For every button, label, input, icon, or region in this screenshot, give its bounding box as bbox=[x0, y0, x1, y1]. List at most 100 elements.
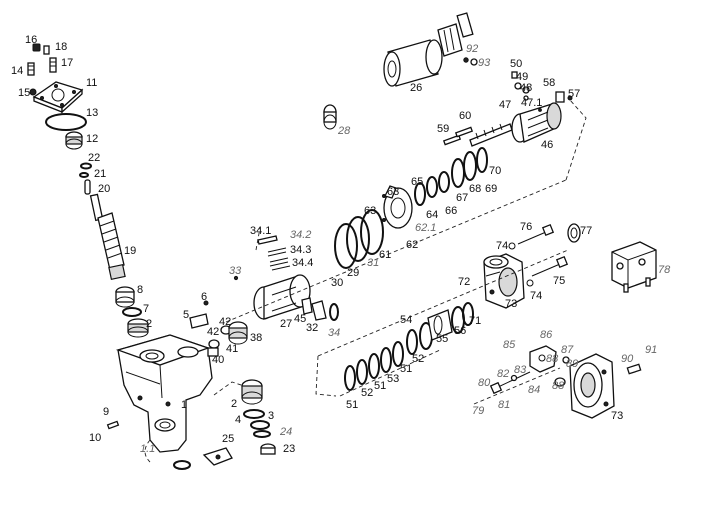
part-label-88-a: 88 bbox=[546, 353, 559, 365]
part-label-16: 16 bbox=[25, 34, 37, 46]
part-label-9: 9 bbox=[103, 406, 109, 418]
part-label-11: 11 bbox=[86, 77, 97, 89]
part-label-34-4: 34.4 bbox=[292, 257, 313, 269]
part-label-54: 54 bbox=[400, 314, 412, 326]
input-shaft-46 bbox=[442, 71, 573, 147]
part-label-7: 7 bbox=[143, 303, 149, 315]
part-label-47: 47 bbox=[499, 99, 511, 111]
part-label-83: 83 bbox=[514, 364, 527, 376]
part-label-81: 81 bbox=[498, 399, 510, 411]
part-label-4: 4 bbox=[235, 414, 241, 426]
part-label-62-1: 62.1 bbox=[415, 222, 436, 234]
part-label-79: 79 bbox=[472, 405, 484, 417]
part-label-25: 25 bbox=[222, 433, 234, 445]
part-label-82: 82 bbox=[497, 368, 509, 380]
part-label-62: 62 bbox=[406, 239, 418, 251]
part-label-42-b: 42 bbox=[207, 326, 219, 338]
part-label-30: 30 bbox=[331, 277, 343, 289]
housing-small-parts bbox=[106, 300, 276, 466]
part-label-51-a: 51 bbox=[400, 363, 412, 375]
lower-ring-row bbox=[344, 302, 474, 391]
part-label-65: 65 bbox=[411, 176, 423, 188]
part-label-22: 22 bbox=[88, 152, 100, 164]
part-label-1-1: 1.1 bbox=[140, 443, 155, 455]
part-label-46: 46 bbox=[541, 139, 553, 151]
part-label-32: 32 bbox=[306, 322, 318, 334]
part-number-labels: 16 18 14 17 15 11 13 12 22 21 20 19 8 7 … bbox=[11, 34, 671, 455]
part-label-80: 80 bbox=[478, 377, 491, 389]
part-label-10: 10 bbox=[89, 432, 101, 444]
part-label-64: 64 bbox=[426, 209, 438, 221]
part-label-1: 1 bbox=[181, 399, 187, 411]
part-label-21: 21 bbox=[94, 168, 106, 180]
valve-housing-73 bbox=[483, 223, 581, 309]
part-label-19: 19 bbox=[124, 245, 136, 257]
part-label-66: 66 bbox=[445, 205, 457, 217]
part-label-33: 33 bbox=[229, 265, 242, 277]
part-label-24: 24 bbox=[279, 426, 292, 438]
part-label-5: 5 bbox=[183, 309, 189, 321]
part-label-71: 71 bbox=[469, 315, 481, 327]
part-label-63-b: 63 bbox=[364, 205, 376, 217]
part-label-92: 92 bbox=[466, 43, 478, 55]
part-label-93: 93 bbox=[478, 57, 491, 69]
part-label-26: 26 bbox=[410, 82, 422, 94]
part-label-14: 14 bbox=[11, 65, 23, 77]
steering-gear-housing bbox=[115, 334, 213, 470]
part-label-52-b: 52 bbox=[361, 387, 373, 399]
part-label-28: 28 bbox=[337, 125, 351, 137]
part-label-15: 15 bbox=[18, 87, 30, 99]
part-label-55: 55 bbox=[436, 333, 448, 345]
part-label-59: 59 bbox=[437, 123, 449, 135]
part-label-13: 13 bbox=[86, 107, 98, 119]
block-78 bbox=[611, 241, 657, 293]
part-label-90: 90 bbox=[621, 353, 634, 365]
part-label-61: 61 bbox=[379, 249, 391, 261]
part-label-88-b: 88 bbox=[552, 380, 565, 392]
part-label-74-a: 74 bbox=[496, 240, 508, 252]
part-label-85: 85 bbox=[503, 339, 516, 351]
part-label-73-b: 73 bbox=[611, 410, 623, 422]
part-label-74-b: 74 bbox=[530, 290, 542, 302]
part-label-89: 89 bbox=[566, 358, 578, 370]
part-label-20: 20 bbox=[98, 183, 110, 195]
part-label-76: 76 bbox=[520, 221, 532, 233]
seal-ring-stack bbox=[334, 147, 488, 269]
part-label-6: 6 bbox=[201, 291, 207, 303]
part-label-34-2: 34.2 bbox=[290, 229, 311, 241]
part-label-17: 17 bbox=[61, 57, 73, 69]
part-label-51-b: 51 bbox=[374, 380, 386, 392]
part-label-29: 29 bbox=[347, 267, 359, 279]
part-label-69: 69 bbox=[485, 183, 497, 195]
part-label-60: 60 bbox=[459, 110, 471, 122]
part-label-2-upper: 2 bbox=[146, 318, 152, 330]
part-label-72: 72 bbox=[458, 276, 470, 288]
part-label-84: 84 bbox=[528, 384, 540, 396]
part-label-47-1: 47.1 bbox=[521, 97, 542, 109]
part-label-42-a: 42 bbox=[219, 316, 231, 328]
part-label-50: 50 bbox=[510, 58, 522, 70]
part-label-27: 27 bbox=[280, 318, 292, 330]
cover-assembly bbox=[27, 43, 149, 338]
part-label-18: 18 bbox=[55, 41, 67, 53]
part-label-75: 75 bbox=[553, 275, 565, 287]
part-label-51-c: 51 bbox=[346, 399, 358, 411]
part-label-86: 86 bbox=[540, 329, 553, 341]
part-label-52-a: 52 bbox=[412, 353, 424, 365]
part-label-8: 8 bbox=[137, 284, 143, 296]
part-label-77: 77 bbox=[580, 225, 592, 237]
part-label-12: 12 bbox=[86, 133, 98, 145]
piston-assembly bbox=[233, 235, 339, 321]
valve-body-26 bbox=[323, 12, 478, 130]
part-label-58: 58 bbox=[543, 77, 555, 89]
part-label-56: 56 bbox=[454, 325, 466, 337]
part-label-91: 91 bbox=[645, 344, 657, 356]
part-label-49: 49 bbox=[516, 71, 528, 83]
part-label-87: 87 bbox=[561, 344, 574, 356]
part-label-41: 41 bbox=[226, 343, 238, 355]
assembly-guide-lines bbox=[225, 99, 587, 397]
part-label-23: 23 bbox=[283, 443, 295, 455]
part-label-53: 53 bbox=[387, 373, 399, 385]
part-label-45: 45 bbox=[294, 313, 306, 325]
